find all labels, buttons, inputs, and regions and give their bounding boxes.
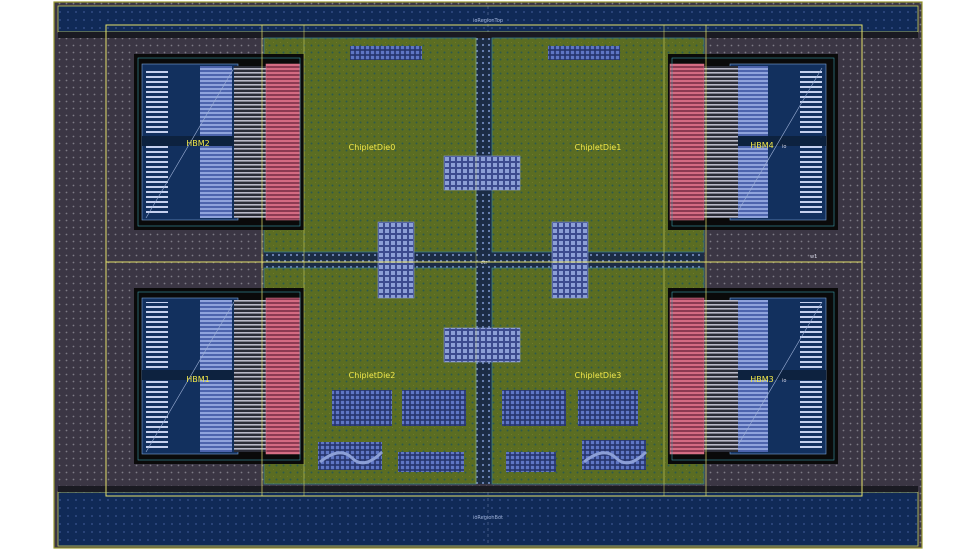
hbm-label-top-right: HBM4: [750, 141, 774, 150]
chiplet-label-bottom-left: ChipletDie2: [349, 371, 396, 380]
chiplet-label-top-right: ChipletDie1: [575, 143, 622, 152]
hbm-top-right-phy: [669, 63, 705, 221]
hbm-top-right[interactable]: [668, 54, 838, 230]
d2d-interface-right[interactable]: [551, 221, 589, 299]
marker-label: w1: [810, 254, 817, 260]
d2d-interface-bottom[interactable]: [443, 327, 521, 363]
hbm-top-left-wires: [234, 66, 268, 218]
hbm-bottom-left-outline: [137, 291, 301, 461]
hbm-bottom-right-phy: [669, 297, 705, 455]
hbm-top-left-divider: [142, 136, 238, 146]
separator-top: [58, 32, 918, 38]
hbm-top-left-phy: [265, 63, 301, 221]
hbm-top-right-outline: [671, 57, 835, 227]
hbm-bottom-right-wires: [704, 300, 738, 452]
channel-horizontal: [264, 252, 704, 268]
macro-bl-1: [332, 390, 392, 426]
chiplet-label-top-left: ChipletDie0: [349, 143, 396, 152]
outline-main: [105, 24, 863, 497]
hbm-bottom-left-divider: [142, 370, 238, 380]
macro-br-2: [578, 390, 638, 426]
hbm-top-left-outline: [137, 57, 301, 227]
hbm-bottom-left[interactable]: [134, 288, 304, 464]
hbm-bottom-left-diagonal: [145, 301, 235, 453]
d2d-interface-top[interactable]: [443, 155, 521, 191]
d2d-interface-left[interactable]: [377, 221, 415, 299]
macro-bl-2: [402, 390, 466, 426]
hbm-tag-bottom-right: io: [782, 378, 786, 384]
hbm-top-left[interactable]: [134, 54, 304, 230]
hbm-top-left-diagonal: [145, 67, 235, 219]
hbm-tag-top-right: io: [782, 144, 786, 150]
hbm-bottom-left-phy: [265, 297, 301, 455]
hbm-label-top-left: HBM2: [186, 139, 210, 148]
bump-strip-top-left: [350, 46, 422, 60]
hbm-bottom-right[interactable]: [668, 288, 838, 464]
hbm-bottom-right-outline: [671, 291, 835, 461]
macro-bl-4: [398, 452, 464, 472]
separator-bottom: [58, 486, 918, 492]
hbm-top-right-divider: [730, 136, 826, 146]
macro-br-1: [502, 390, 566, 426]
hbm-label-bottom-right: HBM3: [750, 375, 774, 384]
routing-squiggle-right: [583, 450, 648, 465]
hbm-layer: [134, 54, 838, 464]
macro-br-3: [506, 452, 556, 472]
hbm-bottom-right-diagonal: [733, 301, 823, 453]
hbm-bottom-left-wires: [234, 300, 268, 452]
hbm-top-right-wires: [704, 66, 738, 218]
center-label: ctr: [481, 260, 489, 266]
hbm-label-bottom-left: HBM1: [186, 375, 210, 384]
hbm-bottom-right-divider: [730, 370, 826, 380]
hbm-top-right-diagonal: [733, 67, 823, 219]
bump-strip-top-right: [548, 46, 620, 60]
routing-squiggle-left: [319, 450, 384, 465]
chiplet-label-bottom-right: ChipletDie3: [575, 371, 622, 380]
